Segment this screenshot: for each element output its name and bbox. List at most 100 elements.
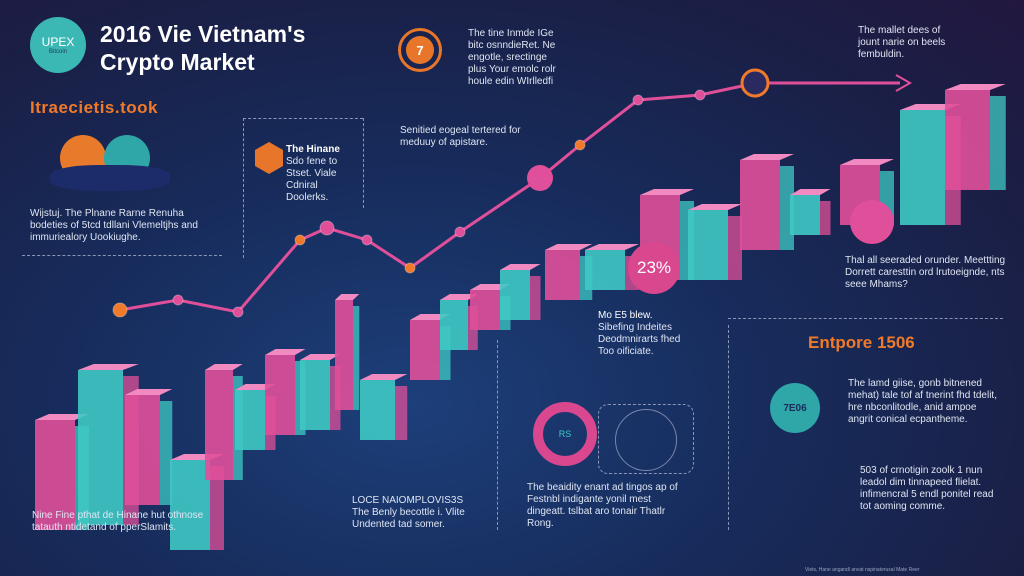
center-box-body: Sdo fene to Stset. Viale Cdniral Doolerk… <box>286 156 338 203</box>
title-line-1: 2016 Vie Vietnam's <box>100 21 306 47</box>
building-roof <box>300 354 341 360</box>
stat-heading: Mo E5 blew. <box>598 310 653 321</box>
building <box>170 460 210 550</box>
building <box>900 110 945 225</box>
building <box>790 195 820 235</box>
building <box>35 420 75 530</box>
bottom-mid-heading: LOCE NAIOMPLOVIS3S <box>352 495 464 506</box>
building <box>470 290 500 330</box>
building <box>688 210 728 280</box>
building-roof <box>790 189 831 195</box>
building-side <box>820 201 831 235</box>
gears-icon <box>50 135 170 195</box>
divider <box>497 340 498 530</box>
building <box>585 250 625 290</box>
building <box>410 320 440 380</box>
network-globe-icon <box>598 404 694 474</box>
ring-badge-text: RS <box>558 429 572 439</box>
building <box>78 370 123 525</box>
top-right-note-text: The mallet dees of jount narie on beels … <box>858 25 946 60</box>
badge-number: 7 <box>406 36 434 64</box>
building <box>360 380 395 440</box>
building-roof <box>840 159 894 165</box>
divider <box>363 118 364 208</box>
top-note-text: The tine Inmde IGe bitc osnndieRet. Ne e… <box>468 28 556 87</box>
bottom-left-text: Nine Fine pthat de Hinane hut othnose ta… <box>32 510 204 533</box>
percent-badge: 23% <box>628 242 680 294</box>
divider <box>728 325 729 530</box>
building-roof <box>125 389 173 395</box>
enterprise-text-1: The lamd giise, gonb bitnened mehat) tal… <box>848 378 997 425</box>
building-side <box>990 96 1006 190</box>
trend-point <box>361 234 373 246</box>
building-side <box>728 216 742 280</box>
divider <box>728 318 1003 319</box>
building-roof <box>585 244 639 250</box>
logo-sub: Bitcoin <box>48 49 67 55</box>
arrow-head-icon <box>895 74 913 92</box>
stat-block: Mo E5 blew. Sibefing Indeites Deodmnirar… <box>598 310 698 358</box>
trend-line <box>119 81 900 314</box>
building-roof <box>360 374 408 380</box>
building-roof <box>688 204 742 210</box>
divider <box>243 118 244 258</box>
building-side <box>395 386 408 440</box>
building <box>235 390 265 450</box>
number-badge: 7 <box>398 28 442 72</box>
ring-badge: RS <box>533 402 597 466</box>
building-roof <box>440 294 478 300</box>
building-roof <box>545 244 593 250</box>
building <box>945 90 990 190</box>
trend-point <box>319 220 335 236</box>
page-subtitle: Itraecietis.took <box>30 98 158 117</box>
building <box>440 300 468 350</box>
building-side <box>440 326 451 380</box>
right-note-text: Thal all seeraded orunder. Meettting Dor… <box>845 255 1006 290</box>
building <box>740 160 780 250</box>
title-line-2: Crypto Market <box>100 49 255 75</box>
building-roof <box>500 264 541 270</box>
divider <box>22 255 222 256</box>
bottom-center-text: The beaidity enant ad tingos ap of Festn… <box>527 482 678 529</box>
bottom-mid-body: The Benly becottle i. Vlite Undented tad… <box>352 507 465 530</box>
building <box>500 270 530 320</box>
trend-milestone-icon <box>740 68 770 98</box>
enterprise-badge-text: 7E06 <box>783 402 807 414</box>
building <box>265 355 295 435</box>
trend-point <box>112 302 128 318</box>
enterprise-text-2: 503 of crnotigin zoolk 1 nun leadol dim … <box>860 465 994 512</box>
user-icon-badge <box>850 200 894 244</box>
building <box>300 360 330 430</box>
building-roof <box>35 414 89 420</box>
enterprise-badge: 7E06 <box>770 383 820 433</box>
building-roof <box>335 294 360 300</box>
bottom-mid-text: LOCE NAIOMPLOVIS3S The Benly becottle i.… <box>352 495 492 531</box>
building-roof <box>78 364 139 370</box>
building <box>205 370 233 480</box>
building-side <box>530 276 541 320</box>
building-roof <box>740 154 794 160</box>
building <box>545 250 580 300</box>
footer-credit: Viets, Hane angandl anvat nspinaterusal … <box>805 567 920 573</box>
page-title: 2016 Vie Vietnam's Crypto Market <box>100 20 305 76</box>
building-roof <box>205 364 243 370</box>
trend-point <box>404 262 416 274</box>
divider <box>243 118 363 119</box>
logo-text: UPEX <box>41 35 75 49</box>
center-box-heading: The Hinane <box>286 144 340 155</box>
percent-value: 23% <box>636 258 672 277</box>
trend-point <box>454 226 466 238</box>
trend-point <box>294 234 306 246</box>
center-box-text: The Hinane Sdo fene to Stset. Viale Cdni… <box>286 144 361 204</box>
building-roof <box>265 349 306 355</box>
building-roof <box>945 84 1006 90</box>
trend-milestone-icon <box>527 165 553 191</box>
building-roof <box>640 189 694 195</box>
building <box>335 300 353 410</box>
trend-point <box>574 139 586 151</box>
building-side <box>210 466 224 550</box>
trend-point <box>694 89 706 101</box>
building-side <box>160 401 173 505</box>
trend-point <box>172 294 184 306</box>
